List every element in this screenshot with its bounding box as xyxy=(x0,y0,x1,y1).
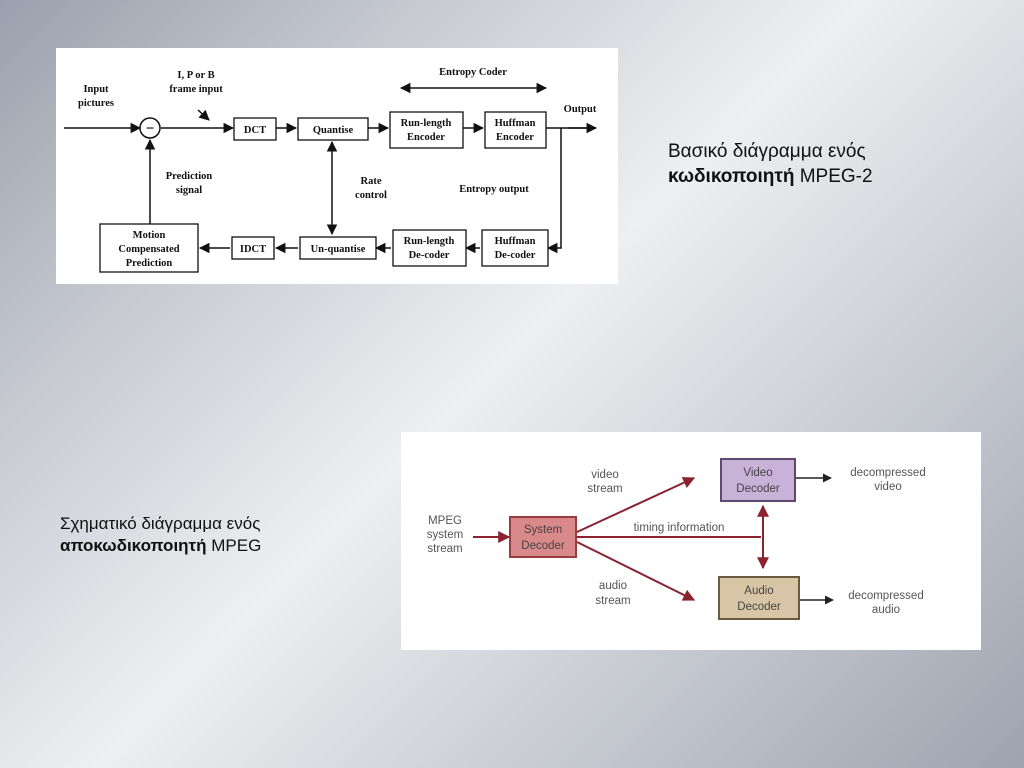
decoder-caption-rest: MPEG xyxy=(206,536,262,556)
decoder-diagram: System Decoder Video Decoder Audio Decod… xyxy=(427,458,926,620)
prediction-label-line2: signal xyxy=(176,185,202,196)
box-dct: DCT xyxy=(233,117,277,141)
box-motion-compensated-prediction: Motion Compensated Prediction xyxy=(99,223,199,273)
video-stream-arrow xyxy=(576,477,696,533)
frame-label-line2: frame input xyxy=(169,84,223,95)
audio-stream-line2: stream xyxy=(595,595,630,607)
timing-information-label: timing information xyxy=(634,522,725,534)
encoder-caption-line1: Βασικό διάγραμμα ενός xyxy=(668,141,866,162)
decoder-caption-line2: αποκωδικοποιητή MPEG xyxy=(60,535,261,557)
encoder-diagram-panel: − DCT Quantise Run-length Encoder Huffma… xyxy=(56,48,618,284)
entropy-output-label: Entropy output xyxy=(459,184,529,195)
video-decoder-box: Video Decoder xyxy=(720,458,796,502)
box-unquantise: Un-quantise xyxy=(299,236,377,260)
prediction-label-line1: Prediction xyxy=(166,171,213,182)
rate-control-label-line2: control xyxy=(355,190,387,201)
entropy-coder-label: Entropy Coder xyxy=(439,67,507,78)
rate-control-label-line1: Rate xyxy=(361,176,382,187)
decoder-caption: Σχηματικό διάγραμμα ενός αποκωδικοποιητή… xyxy=(60,513,261,557)
mpeg-input-line1: MPEG xyxy=(428,515,462,527)
encoder-caption: Βασικό διάγραμμα ενός κωδικοποιητή MPEG-… xyxy=(668,140,873,189)
frame-label-line1: I, P or B xyxy=(177,70,214,81)
entropy-output-line xyxy=(546,128,562,254)
video-stream-line1: video xyxy=(591,469,619,481)
decompressed-video-line2: video xyxy=(874,481,902,493)
frame-input-pointer xyxy=(197,109,210,121)
audio-stream-arrow xyxy=(576,541,696,601)
decoder-caption-bold: αποκωδικοποιητή xyxy=(60,536,207,556)
video-stream-line2: stream xyxy=(587,483,622,495)
decompressed-audio-line1: decompressed xyxy=(848,590,923,602)
decoder-caption-line1: Σχηματικό διάγραμμα ενός xyxy=(60,514,261,533)
subtract-node: − xyxy=(139,117,161,139)
box-rl-decoder: Run-length De-coder xyxy=(392,229,467,267)
encoder-caption-rest: MPEG-2 xyxy=(794,165,873,187)
system-decoder-box: System Decoder xyxy=(509,516,577,558)
encoder-caption-line2: κωδικοποιητή MPEG-2 xyxy=(668,165,873,190)
box-quantise: Quantise xyxy=(297,117,369,141)
decoder-diagram-panel: System Decoder Video Decoder Audio Decod… xyxy=(401,432,981,650)
audio-stream-line1: audio xyxy=(599,580,627,592)
box-huffman-encoder: Huffman Encoder xyxy=(484,111,547,149)
encoder-caption-bold: κωδικοποιητή xyxy=(668,165,795,187)
decompressed-video-line1: decompressed xyxy=(850,467,925,479)
input-label-line1: Input xyxy=(83,84,109,95)
decompressed-audio-line2: audio xyxy=(872,604,900,616)
encoder-diagram: − DCT Quantise Run-length Encoder Huffma… xyxy=(64,67,598,273)
box-huffman-decoder: Huffman De-coder xyxy=(481,229,549,267)
audio-decoder-box: Audio Decoder xyxy=(718,576,800,620)
output-label: Output xyxy=(564,104,597,115)
box-rl-encoder: Run-length Encoder xyxy=(389,111,464,149)
mpeg-input-line2: system xyxy=(427,529,463,541)
input-label-line2: pictures xyxy=(78,98,114,109)
box-idct: IDCT xyxy=(231,236,275,260)
mpeg-input-line3: stream xyxy=(427,543,462,555)
